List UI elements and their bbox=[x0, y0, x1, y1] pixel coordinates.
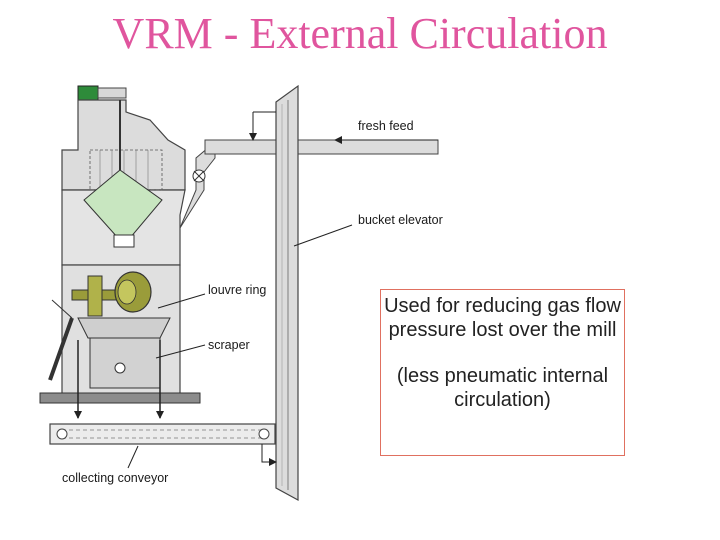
louvre-ring-leader bbox=[157, 293, 206, 309]
grinding-table bbox=[77, 317, 171, 339]
bucket-elevator bbox=[249, 84, 299, 502]
collecting-conveyor-leader bbox=[127, 445, 139, 469]
slide-title: VRM - External Circulation bbox=[112, 9, 608, 58]
collecting-conveyor bbox=[49, 423, 277, 466]
gearbox bbox=[89, 337, 161, 389]
bucket-elevator-label: bucket elevator bbox=[358, 213, 443, 227]
louvre-ring-label: louvre ring bbox=[208, 283, 266, 297]
feed-chute bbox=[179, 139, 439, 229]
separator-motor bbox=[77, 85, 99, 101]
note-line-2: (less pneumatic internal circulation) bbox=[396, 365, 609, 411]
vertical-roller-mill bbox=[39, 85, 201, 419]
fresh-feed-label: fresh feed bbox=[358, 119, 414, 133]
note-box: Used for reducing gas flow pressure lost… bbox=[380, 289, 625, 456]
scraper-leader bbox=[155, 344, 206, 359]
collecting-conveyor-label: collecting conveyor bbox=[62, 471, 168, 485]
note-line-1: Used for reducing gas flow pressure lost… bbox=[384, 295, 621, 341]
bucket-elevator-leader bbox=[293, 224, 353, 247]
scraper-label: scraper bbox=[208, 338, 250, 352]
